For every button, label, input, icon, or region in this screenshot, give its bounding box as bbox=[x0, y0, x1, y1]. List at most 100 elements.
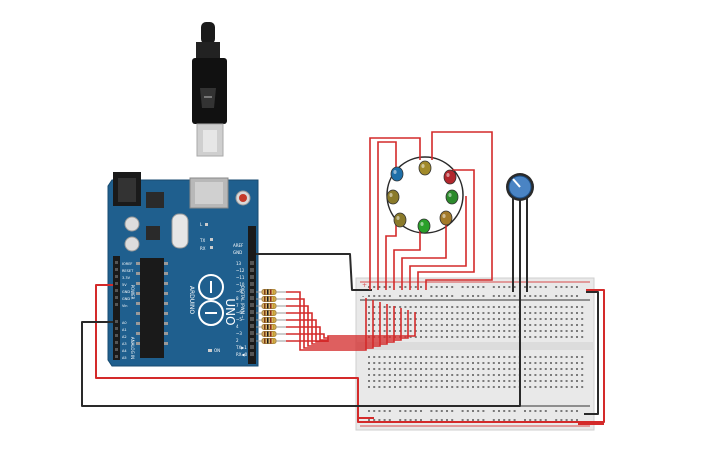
breadboard-hole[interactable] bbox=[420, 374, 422, 376]
breadboard-hole[interactable] bbox=[383, 312, 386, 314]
breadboard-hole[interactable] bbox=[368, 356, 370, 358]
breadboard-hole[interactable] bbox=[524, 362, 526, 364]
breadboard-hole[interactable] bbox=[487, 386, 490, 388]
breadboard-hole[interactable] bbox=[425, 324, 428, 326]
breadboard-hole[interactable] bbox=[420, 386, 422, 388]
breadboard-hole[interactable] bbox=[529, 330, 532, 332]
breadboard-hole[interactable] bbox=[399, 295, 402, 297]
resistor-array[interactable] bbox=[256, 289, 286, 344]
breadboard-hole[interactable] bbox=[373, 380, 376, 382]
breadboard-hole[interactable] bbox=[409, 336, 412, 338]
breadboard-hole[interactable] bbox=[451, 368, 454, 370]
breadboard-hole[interactable] bbox=[399, 356, 402, 358]
breadboard-hole[interactable] bbox=[503, 419, 506, 421]
breadboard-hole[interactable] bbox=[482, 374, 485, 376]
breadboard-hole[interactable] bbox=[420, 312, 422, 314]
breadboard-hole[interactable] bbox=[555, 410, 558, 412]
breadboard-hole[interactable] bbox=[378, 380, 381, 382]
power-pin-socket[interactable] bbox=[115, 275, 118, 278]
breadboard-hole[interactable] bbox=[513, 336, 516, 338]
analog-pin-socket[interactable] bbox=[115, 355, 118, 358]
breadboard-hole[interactable] bbox=[388, 368, 391, 370]
breadboard-hole[interactable] bbox=[378, 368, 381, 370]
breadboard-hole[interactable] bbox=[446, 356, 448, 358]
breadboard-hole[interactable] bbox=[544, 419, 547, 421]
breadboard-hole[interactable] bbox=[430, 330, 433, 332]
power-pin-socket[interactable] bbox=[115, 282, 118, 285]
breadboard-hole[interactable] bbox=[368, 324, 370, 326]
breadboard-hole[interactable] bbox=[383, 336, 386, 338]
breadboard-hole[interactable] bbox=[420, 362, 422, 364]
breadboard-hole[interactable] bbox=[498, 386, 500, 388]
breadboard-hole[interactable] bbox=[394, 374, 396, 376]
breadboard-hole[interactable] bbox=[430, 295, 433, 297]
breadboard-hole[interactable] bbox=[461, 386, 464, 388]
breadboard-hole[interactable] bbox=[482, 368, 485, 370]
breadboard-hole[interactable] bbox=[555, 380, 558, 382]
breadboard-hole[interactable] bbox=[524, 312, 526, 314]
breadboard-hole[interactable] bbox=[576, 374, 578, 376]
breadboard-hole[interactable] bbox=[414, 356, 417, 358]
breadboard-hole[interactable] bbox=[373, 386, 376, 388]
breadboard-hole[interactable] bbox=[492, 380, 495, 382]
breadboard-hole[interactable] bbox=[456, 362, 459, 364]
breadboard-hole[interactable] bbox=[576, 330, 578, 332]
breadboard-hole[interactable] bbox=[373, 368, 376, 370]
breadboard-hole[interactable] bbox=[492, 386, 495, 388]
breadboard-hole[interactable] bbox=[394, 386, 396, 388]
breadboard-hole[interactable] bbox=[409, 419, 412, 421]
breadboard-hole[interactable] bbox=[560, 410, 563, 412]
signal-wire[interactable] bbox=[286, 302, 381, 347]
breadboard-hole[interactable] bbox=[451, 286, 454, 288]
breadboard-hole[interactable] bbox=[524, 356, 526, 358]
breadboard-hole[interactable] bbox=[482, 312, 485, 314]
breadboard-hole[interactable] bbox=[570, 386, 573, 388]
breadboard-hole[interactable] bbox=[550, 330, 552, 332]
breadboard-hole[interactable] bbox=[378, 295, 381, 297]
breadboard-hole[interactable] bbox=[487, 362, 490, 364]
breadboard-hole[interactable] bbox=[550, 380, 552, 382]
breadboard-hole[interactable] bbox=[451, 410, 454, 412]
breadboard-hole[interactable] bbox=[388, 410, 391, 412]
breadboard-hole[interactable] bbox=[461, 286, 464, 288]
breadboard-hole[interactable] bbox=[529, 410, 532, 412]
breadboard-hole[interactable] bbox=[456, 306, 459, 308]
breadboard-hole[interactable] bbox=[414, 419, 417, 421]
breadboard-hole[interactable] bbox=[487, 380, 490, 382]
breadboard-hole[interactable] bbox=[451, 380, 454, 382]
breadboard-hole[interactable] bbox=[570, 312, 573, 314]
breadboard-hole[interactable] bbox=[461, 356, 464, 358]
breadboard-hole[interactable] bbox=[565, 336, 568, 338]
breadboard-hole[interactable] bbox=[498, 306, 500, 308]
breadboard-hole[interactable] bbox=[466, 324, 469, 326]
digital-pin-socket[interactable] bbox=[250, 289, 254, 293]
breadboard-hole[interactable] bbox=[420, 295, 422, 297]
breadboard-hole[interactable] bbox=[508, 380, 511, 382]
breadboard-hole[interactable] bbox=[503, 306, 506, 308]
breadboard-hole[interactable] bbox=[451, 336, 454, 338]
breadboard-hole[interactable] bbox=[550, 336, 552, 338]
breadboard-hole[interactable] bbox=[451, 318, 454, 320]
breadboard-hole[interactable] bbox=[513, 330, 516, 332]
breadboard-hole[interactable] bbox=[388, 295, 391, 297]
breadboard-hole[interactable] bbox=[576, 295, 578, 297]
breadboard-hole[interactable] bbox=[534, 286, 537, 288]
breadboard-hole[interactable] bbox=[492, 295, 495, 297]
breadboard-hole[interactable] bbox=[420, 368, 422, 370]
breadboard-hole[interactable] bbox=[472, 330, 474, 332]
led-wire[interactable] bbox=[377, 141, 397, 290]
breadboard-hole[interactable] bbox=[446, 330, 448, 332]
breadboard-hole[interactable] bbox=[388, 312, 391, 314]
breadboard-hole[interactable] bbox=[466, 356, 469, 358]
breadboard-hole[interactable] bbox=[560, 419, 563, 421]
breadboard-hole[interactable] bbox=[555, 336, 558, 338]
breadboard-hole[interactable] bbox=[534, 362, 537, 364]
breadboard-hole[interactable] bbox=[544, 318, 547, 320]
breadboard-hole[interactable] bbox=[487, 312, 490, 314]
signal-wire[interactable] bbox=[286, 291, 367, 351]
breadboard-hole[interactable] bbox=[435, 362, 438, 364]
breadboard-hole[interactable] bbox=[394, 380, 396, 382]
breadboard-hole[interactable] bbox=[477, 330, 480, 332]
breadboard-hole[interactable] bbox=[414, 286, 417, 288]
breadboard-hole[interactable] bbox=[503, 330, 506, 332]
